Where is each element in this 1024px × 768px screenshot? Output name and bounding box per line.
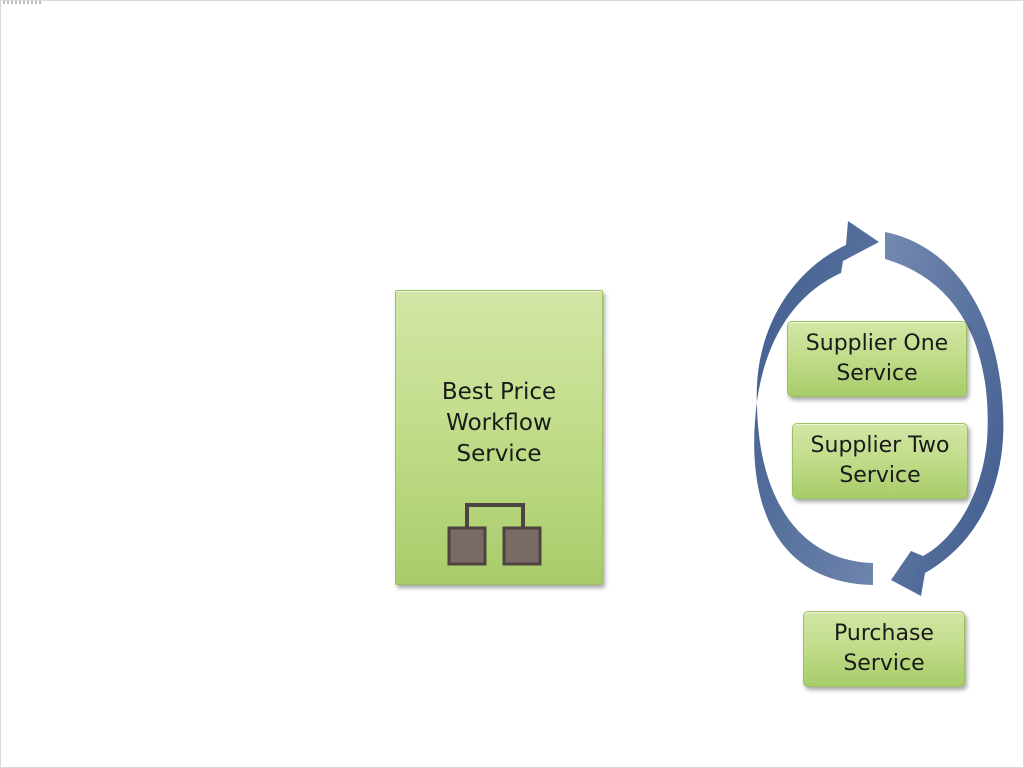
supplier-one-service-box[interactable]: Supplier One Service	[787, 321, 967, 397]
cycle-arrow-left	[754, 221, 879, 585]
supplier-two-service-box[interactable]: Supplier Two Service	[792, 423, 968, 499]
cycle-arrow-right	[885, 232, 1004, 596]
workflow-service-box[interactable]: Best Price Workflow Service	[395, 290, 603, 585]
purchase-service-box[interactable]: Purchase Service	[803, 611, 965, 687]
workflow-service-label: Best Price Workflow Service	[441, 379, 557, 467]
supplier-one-service-label: Supplier One Service	[805, 331, 949, 386]
hierarchy-icon	[447, 503, 542, 566]
purchase-service-label: Purchase Service	[834, 621, 934, 676]
slide-corner-mark	[3, 1, 43, 4]
circular-arrows-icon	[754, 221, 1004, 596]
supplier-two-service-label: Supplier Two Service	[810, 433, 950, 488]
